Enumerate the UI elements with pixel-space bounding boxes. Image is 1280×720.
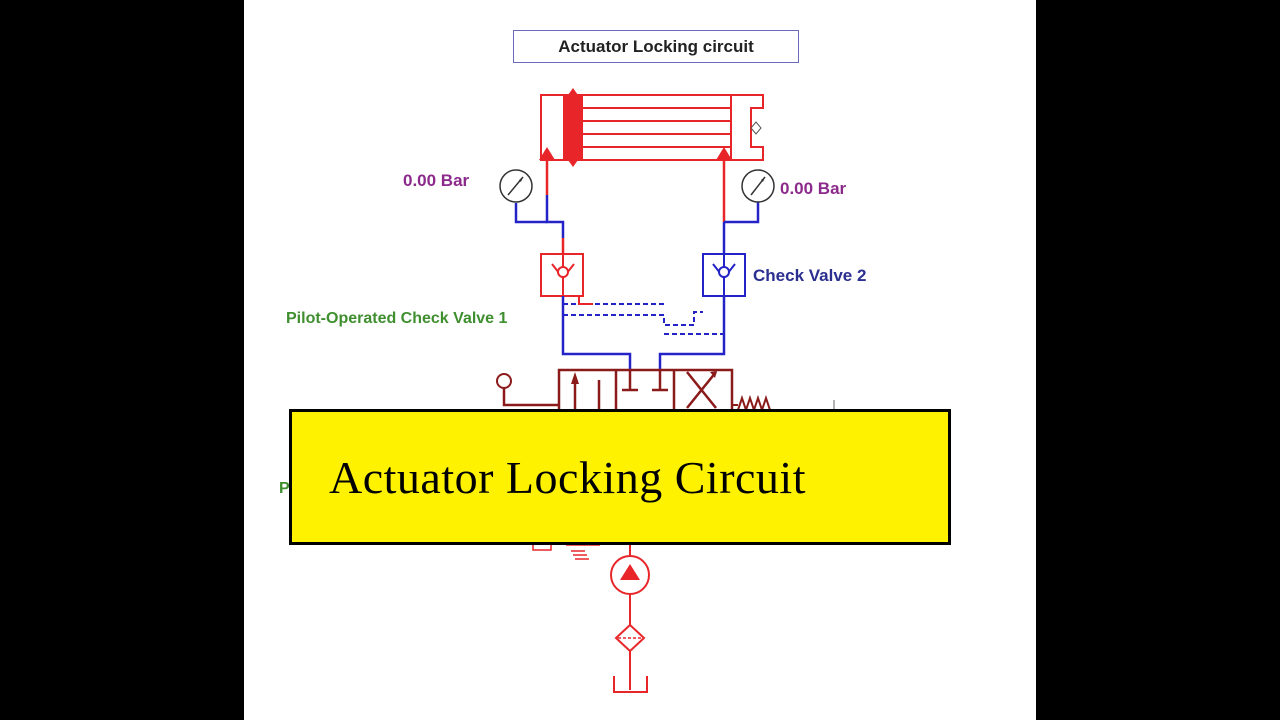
pilot-line-pressurized: [578, 296, 593, 305]
check-valve-2-icon[interactable]: [702, 253, 746, 297]
gauge-left-reading: 0.00 Bar: [403, 171, 470, 190]
line-port-a: [514, 160, 565, 254]
title-banner: Actuator Locking Circuit: [289, 409, 951, 545]
filter-icon: [614, 623, 646, 653]
cylinder-piston: [563, 94, 583, 161]
pressure-gauge-left-icon: [499, 169, 533, 203]
hydraulic-cylinder[interactable]: [540, 88, 764, 167]
circuit-diagram: [496, 88, 844, 693]
line-port-b: [722, 160, 760, 254]
directional-control-valve[interactable]: [557, 368, 734, 414]
pilot-check-valve-label: Pilot-Operated Check Valve 1: [286, 310, 508, 327]
diagram-canvas: Actuator Locking circuit: [244, 0, 1036, 720]
gauge-right-reading: 0.00 Bar: [780, 179, 847, 198]
check-valve-2-label: Check Valve 2: [753, 266, 867, 285]
valve-actuator-left: [496, 373, 559, 407]
pilot-line: [563, 303, 724, 335]
relief-valve-stub: [532, 544, 600, 560]
pilot-check-valve-icon[interactable]: [540, 253, 584, 297]
line-to-directional-valve: [561, 296, 726, 370]
diagram-title: Actuator Locking circuit: [513, 30, 799, 63]
pressure-gauge-right-icon: [741, 169, 775, 203]
banner-title: Actuator Locking Circuit: [329, 451, 806, 503]
port-b-arrow: [716, 147, 732, 160]
port-a-arrow: [539, 147, 555, 160]
hydraulic-pump-icon[interactable]: [610, 555, 650, 595]
tank-icon: [613, 676, 648, 693]
partial-label: P: [279, 480, 290, 497]
